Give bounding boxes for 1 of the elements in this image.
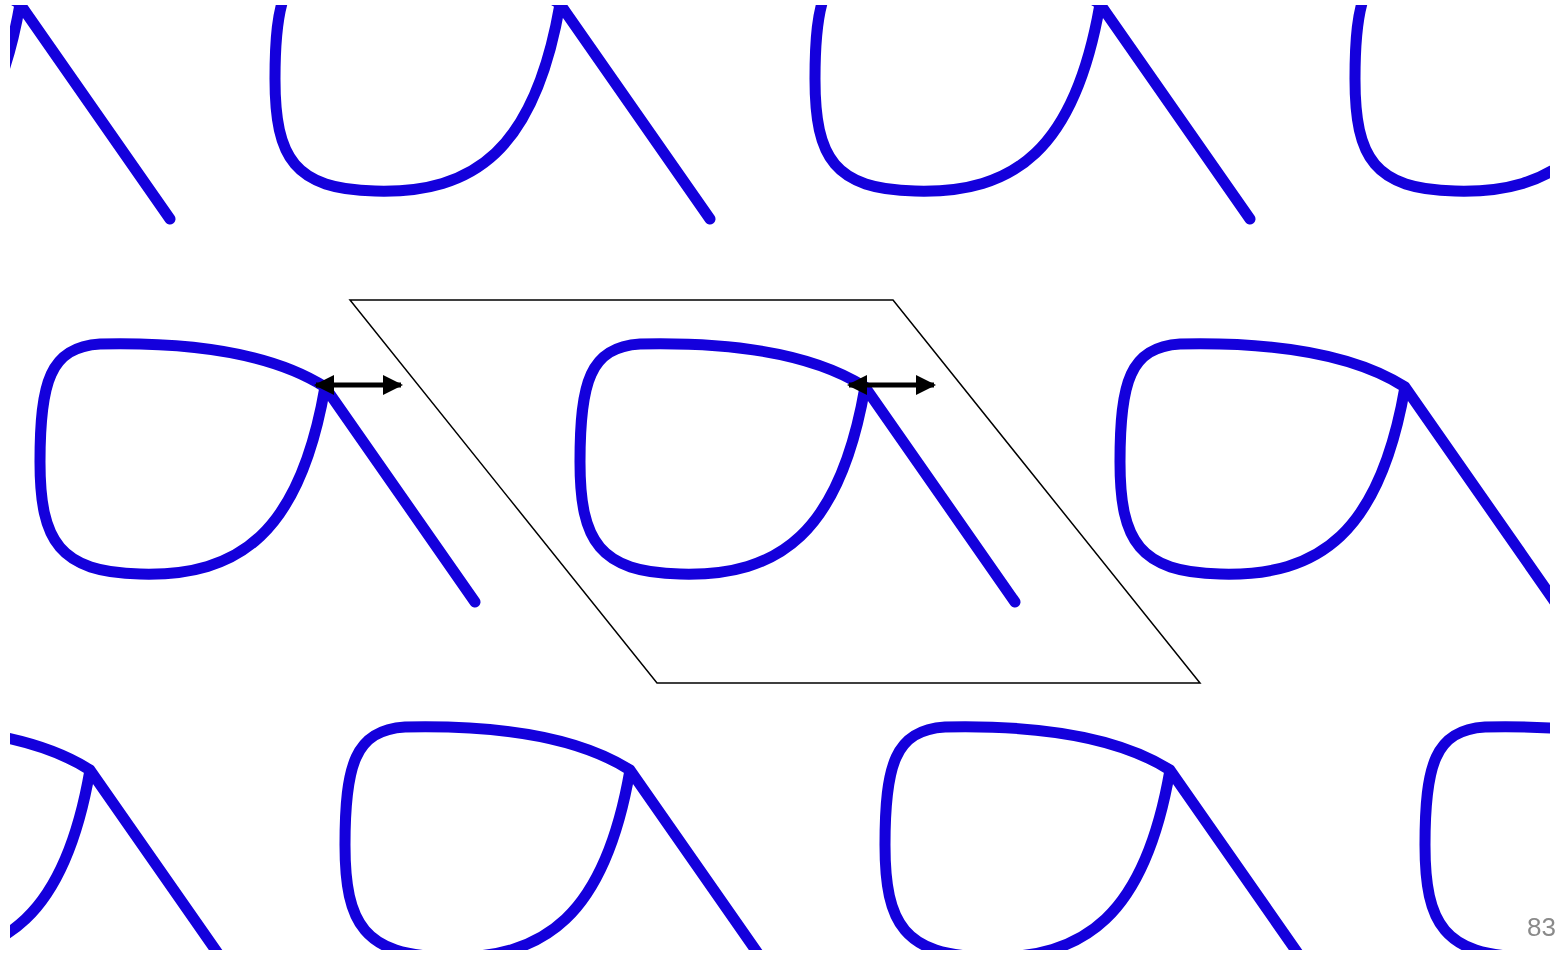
page-number: 83	[1527, 914, 1555, 940]
